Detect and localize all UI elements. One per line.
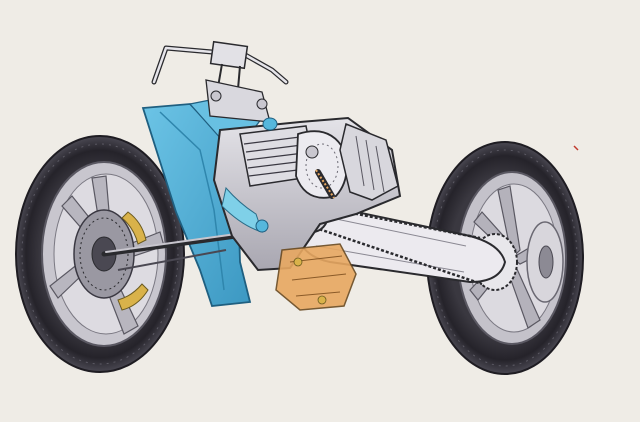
- intake-fitting: [255, 219, 269, 233]
- rear-shock-spring: [315, 169, 335, 199]
- steering-link-rod: [101, 233, 239, 257]
- handlebar-right-inner: [238, 50, 288, 84]
- front-tire-tread: [21, 143, 179, 365]
- lower-wishbone: [117, 249, 227, 271]
- brass-fitting-1: [293, 257, 303, 267]
- linkage-pivot-1: [210, 90, 222, 102]
- handlebar-left-inner: [152, 46, 214, 84]
- gearbox-casing: [339, 122, 399, 201]
- frame-blue-panel-edge: [159, 111, 225, 291]
- brass-fitting-2: [317, 295, 327, 305]
- handlebar-assembly: [151, 40, 289, 131]
- gearbox-ribs: [355, 135, 385, 193]
- front-wheel: [15, 135, 185, 373]
- red-mark: [573, 145, 579, 151]
- steering-head-block: [209, 40, 249, 70]
- rear-tire-tread: [432, 149, 578, 367]
- drive-chain: [305, 202, 483, 286]
- front-brake-disc-holes: [79, 217, 129, 291]
- front-brake-caliper-lower: [117, 283, 149, 311]
- engine-cover-boss: [305, 145, 319, 159]
- engine-cover-bolt-ring: [305, 143, 339, 189]
- rear-brake-disc-center: [538, 245, 554, 279]
- front-suspension-arm: [101, 233, 239, 271]
- steering-link-rod-highlight: [105, 233, 237, 253]
- linkage-blue-joint: [262, 117, 278, 131]
- rear-wheel: [426, 141, 584, 375]
- linkage-pivot-2: [256, 98, 268, 110]
- engine: [212, 116, 402, 311]
- front-brake-caliper-upper: [121, 211, 147, 245]
